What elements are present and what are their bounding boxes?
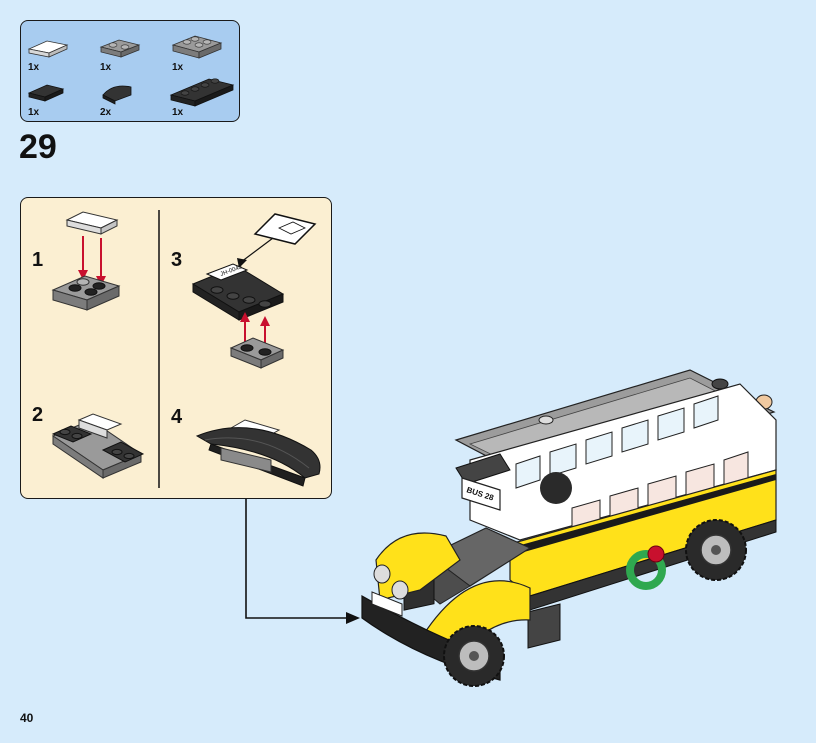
gray-plate-1x2-part [229, 337, 285, 369]
black-plate-1x4-icon [169, 78, 235, 107]
gray-plate-part [51, 275, 121, 311]
gray-plate-2x2-icon [171, 35, 223, 59]
substep-2-illustration [51, 413, 145, 479]
black-tile-1x2-icon [27, 84, 65, 102]
parts-callout: 1x 1x 1x 1x 2x 1x [20, 20, 240, 122]
subassembly-illustrations: JH-0045 [51, 210, 321, 488]
substep-4-illustration [195, 419, 321, 487]
wreath-decoration [626, 545, 666, 590]
black-curved-slope-icon [102, 85, 132, 105]
substep-3-number: 3 [171, 249, 183, 271]
white-tile-part [65, 211, 119, 235]
bus-destination-sign: BUS 28 [461, 477, 501, 511]
black-plate-part: JH-0045 [191, 263, 285, 321]
part-qty-3: 1x [172, 62, 184, 73]
substep-2-number: 2 [32, 404, 44, 426]
white-tile-1x2-icon [27, 40, 69, 58]
subassembly-callout: JH-0045 1 [20, 197, 332, 499]
step-number: 29 [19, 128, 57, 166]
part-qty-1: 1x [28, 62, 40, 73]
bus-front-wheel [443, 625, 505, 687]
parts-illustrations [27, 35, 235, 107]
part-qty-6: 1x [172, 107, 184, 118]
part-qty-5: 2x [100, 107, 112, 118]
gray-plate-1x2-icon [99, 39, 141, 58]
substep-4-number: 4 [171, 406, 183, 428]
sticker-part [253, 213, 317, 245]
part-qty-4: 1x [28, 107, 40, 118]
substep-3-illustration: JH-0045 [191, 213, 317, 369]
part-qty-2: 1x [100, 62, 112, 73]
substep-1-number: 1 [32, 249, 44, 271]
page-number: 40 [20, 711, 34, 725]
substep-1-illustration [51, 211, 121, 311]
bus-rear-wheel [685, 519, 747, 581]
